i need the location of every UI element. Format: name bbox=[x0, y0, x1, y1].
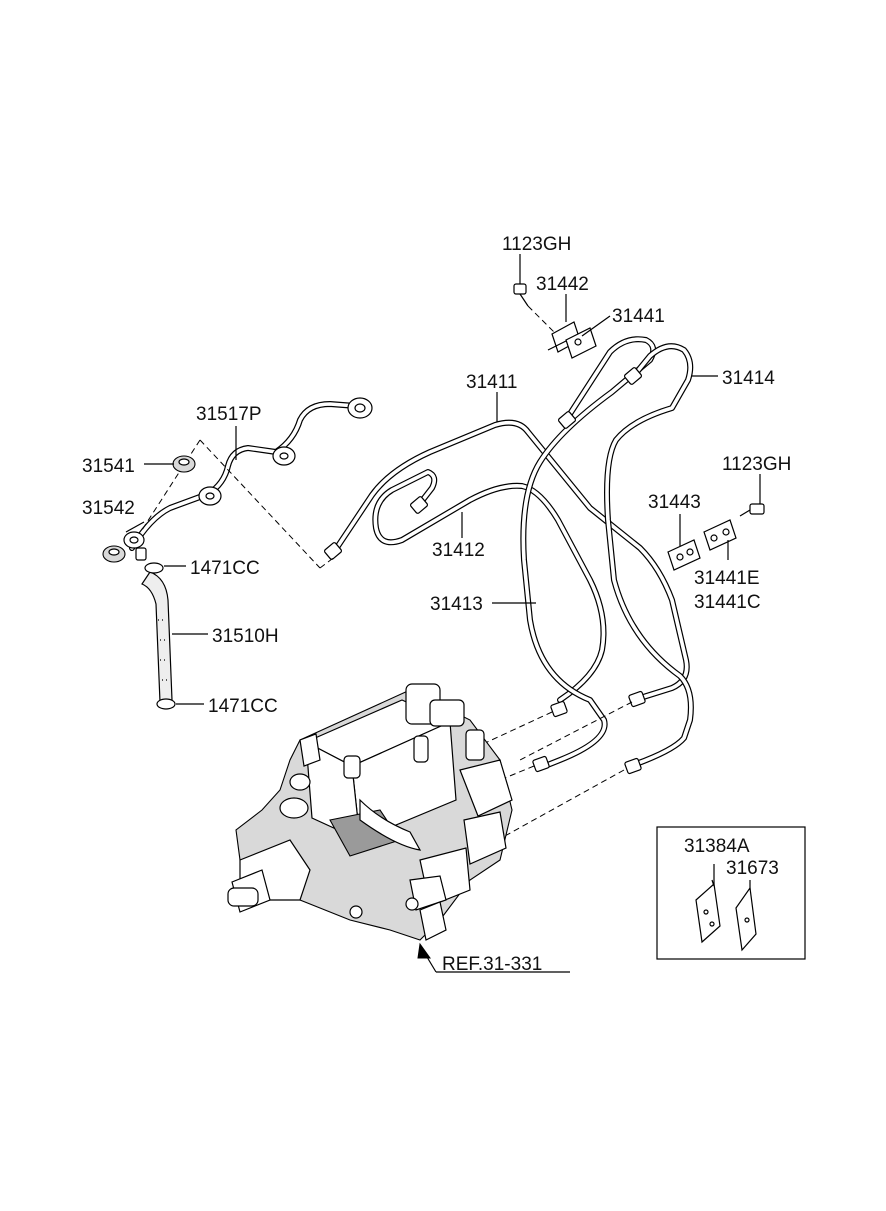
bolt-1123gh-icon bbox=[513, 283, 529, 307]
label-31542: 31542 bbox=[82, 498, 135, 519]
washer-31541-icon bbox=[172, 455, 196, 473]
label-1471cc-bottom: 1471CC bbox=[208, 696, 278, 717]
clamp-31441-icon bbox=[565, 327, 597, 359]
injection-pipe-31414 bbox=[604, 343, 694, 767]
clamp-31441e-icon bbox=[703, 519, 737, 551]
banjo-fitting-icon bbox=[123, 397, 373, 549]
pipe-nut-icon bbox=[323, 367, 646, 775]
label-31413: 31413 bbox=[430, 594, 483, 615]
hose-connector-icon bbox=[135, 547, 147, 561]
label-31541: 31541 bbox=[82, 456, 135, 477]
label-31441c: 31441C bbox=[694, 592, 761, 613]
injection-pipe-31413 bbox=[520, 336, 657, 771]
clamp-31443-icon bbox=[667, 539, 701, 571]
label-31441: 31441 bbox=[612, 306, 665, 327]
inset-box bbox=[656, 826, 806, 960]
hose-clamp-1471cc-top-icon bbox=[144, 562, 164, 574]
part-labels: 1123GH 31442 31441 31411 31414 31517P 31… bbox=[82, 234, 791, 975]
label-31442: 31442 bbox=[536, 274, 589, 295]
label-1123gh-top: 1123GH bbox=[502, 234, 571, 255]
hose-31510h bbox=[141, 571, 173, 703]
hose-clamp-1471cc-bottom-icon bbox=[156, 698, 176, 710]
label-ref-31-331: REF.31-331 bbox=[442, 954, 542, 975]
label-31411: 31411 bbox=[466, 372, 517, 393]
label-1123gh-right: 1123GH bbox=[722, 454, 791, 475]
leader-lines bbox=[125, 254, 761, 973]
bracket-31384a-icon bbox=[695, 879, 721, 944]
injection-pipe-31412 bbox=[372, 469, 607, 703]
label-31441e: 31441E bbox=[694, 568, 760, 589]
label-1471cc-top: 1471CC bbox=[190, 558, 260, 579]
label-31673: 31673 bbox=[726, 858, 779, 879]
bolt-1123gh-right-icon bbox=[739, 503, 765, 517]
washer-31542-icon bbox=[102, 545, 126, 563]
label-31510h: 31510H bbox=[212, 626, 279, 647]
label-31443: 31443 bbox=[648, 492, 701, 513]
label-31414: 31414 bbox=[722, 368, 775, 389]
label-31384a: 31384A bbox=[684, 836, 750, 857]
injection-pipe-31411 bbox=[331, 419, 690, 701]
label-31412: 31412 bbox=[432, 540, 485, 561]
label-31517p: 31517P bbox=[196, 404, 262, 425]
fuel-injection-pump bbox=[227, 683, 513, 941]
bracket-31673-icon bbox=[735, 886, 757, 952]
return-pipe-31517p bbox=[129, 401, 359, 551]
